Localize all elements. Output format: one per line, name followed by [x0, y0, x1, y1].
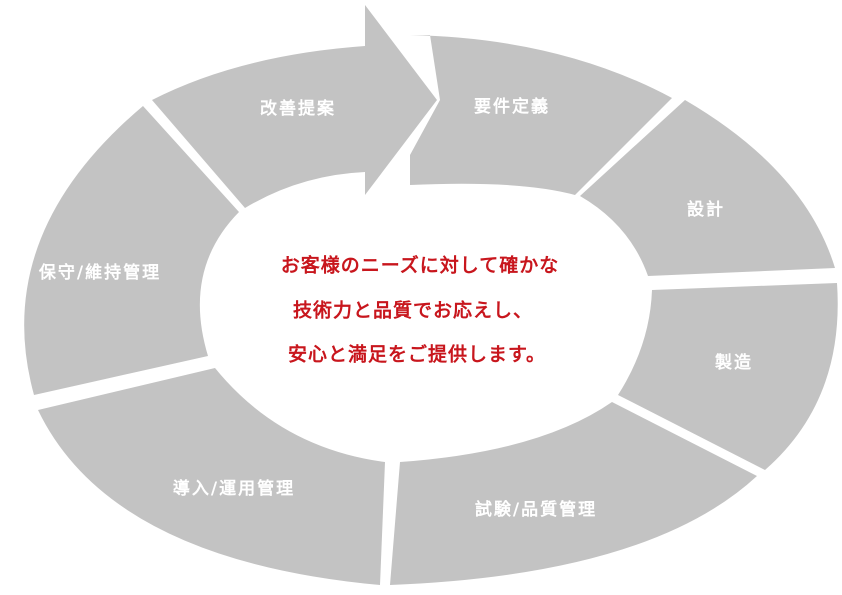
segment-design	[580, 100, 835, 276]
step-label-maintenance: 保守/維持管理	[38, 262, 161, 283]
segment-deployment	[38, 368, 385, 585]
segment-testing	[390, 402, 757, 585]
step-label-improvement: 改善提案	[260, 98, 336, 119]
step-label-design: 設計	[687, 199, 725, 220]
segment-requirements	[410, 35, 672, 195]
step-label-deployment: 導入/運用管理	[173, 478, 295, 499]
segment-maintenance	[24, 106, 239, 395]
step-label-testing: 試験/品質管理	[475, 499, 597, 520]
step-label-requirements: 要件定義	[474, 96, 550, 117]
step-label-manufacturing: 製造	[714, 352, 753, 373]
segment-manufacturing	[618, 283, 838, 470]
center-message-line-1: お客様のニーズに対して確かな	[281, 254, 559, 277]
center-message-line-3: 安心と満足をご提供します。	[288, 343, 546, 366]
segment-improvement	[152, 5, 437, 208]
center-message-line-2: 技術力と品質でお応えし、	[293, 299, 533, 322]
